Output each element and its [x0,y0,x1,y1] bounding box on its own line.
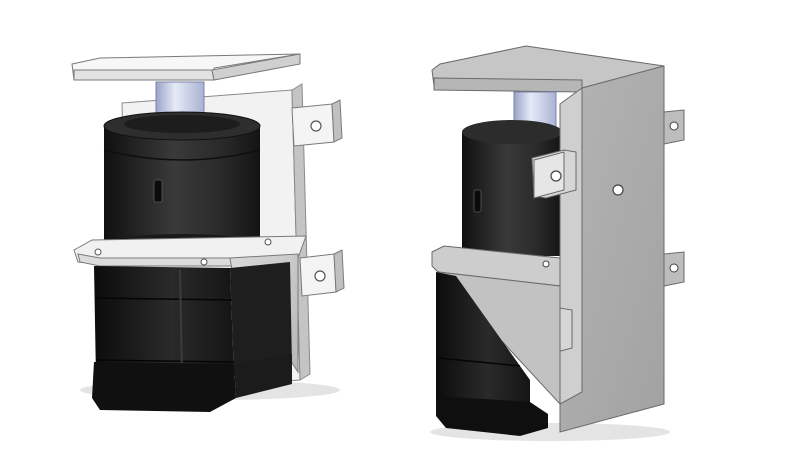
mount-plate-hole-right [264,238,272,246]
mount-plate-hole [542,260,550,268]
mount-plate-hole-front [200,258,208,266]
gearbox-slot [153,179,163,203]
upper-right-ear-hole [669,121,679,131]
stepper-motor-body [436,272,530,410]
top-shelf-plate-front-edge [73,69,215,81]
motor-edge-highlight [179,269,183,377]
gearbox-drum-top [462,120,562,144]
top-shelf-plate-side [211,53,301,81]
motor-endcap-side [234,354,292,398]
lower-right-ear-hole [669,263,679,273]
motor-endcap [436,396,548,436]
stepper-motor-side [230,262,292,376]
gearbox-slot [473,189,482,213]
lower-mounting-ear-edge [333,249,345,293]
motor-stack-seam-upper [95,297,233,301]
bracket-back-plate-front [559,87,583,405]
gearbox-drum-groove [103,149,261,161]
upper-front-ear-hole [550,170,562,182]
upper-front-ear-face [533,151,565,199]
top-shelf-plate-front-edge [433,77,583,93]
gearbox-drum-top-inner [124,115,240,133]
front-three-quarter-view [71,53,345,412]
stepper-motor-body [94,266,234,378]
rear-three-quarter-view [430,45,685,441]
motor-stack-seam [437,357,521,367]
gearbox-drum [104,126,260,244]
back-plate-hole [612,184,624,196]
motor-stack-seam-lower [95,359,235,363]
upper-mounting-ear-edge [331,99,343,143]
mount-plate-hole-left [94,248,102,256]
motor-endcap [92,362,236,412]
upper-ear-hole [310,120,322,132]
lower-ear-hole [314,270,326,282]
